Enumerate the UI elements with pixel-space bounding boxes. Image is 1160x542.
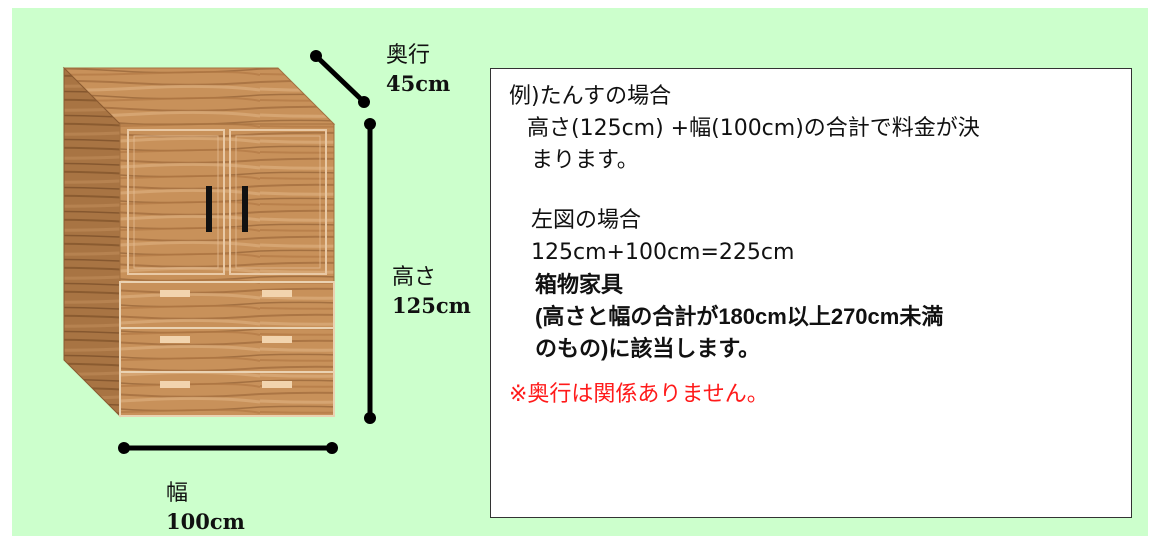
drawer-handle	[160, 336, 190, 343]
calc-formula: 125cm+100cm=225cm	[531, 240, 795, 265]
depth-label: 奥行 45cm	[386, 42, 450, 98]
depth-dimension-line	[310, 50, 370, 108]
right-door-handle	[242, 186, 248, 232]
height-dimension-line	[364, 118, 376, 424]
drawer-handle	[262, 336, 292, 343]
category-line-2: のもの)に該当します。	[535, 336, 761, 361]
category-line-1: (高さと幅の合計が180cm以上270cm未満	[535, 304, 944, 329]
depth-title: 奥行	[386, 43, 431, 68]
calc-title: 左図の場合	[531, 208, 642, 233]
drawer-handle	[160, 381, 190, 388]
height-value: 125cm	[392, 293, 471, 318]
width-dimension-line	[118, 442, 338, 454]
explanation-box: 例)たんすの場合 高さ(125cm) +幅(100cm)の合計で料金が決 まりま…	[490, 68, 1132, 518]
drawer-3	[119, 371, 335, 417]
warning-text: ※奥行は関係ありません。	[509, 382, 769, 407]
left-door-handle	[206, 186, 212, 232]
left-door	[127, 129, 225, 275]
depth-value: 45cm	[386, 71, 451, 96]
wardrobe-side	[63, 66, 121, 418]
width-value: 100cm	[166, 509, 245, 534]
right-door	[229, 129, 327, 275]
rule-line-2: まります。	[531, 148, 639, 173]
example-title: 例)たんすの場合	[509, 84, 672, 109]
rule-line-1: 高さ(125cm) +幅(100cm)の合計で料金が決	[527, 116, 980, 141]
category-name: 箱物家具	[535, 272, 624, 297]
height-label: 高さ 125cm	[392, 264, 471, 320]
drawer-handle	[262, 381, 292, 388]
drawer-handle	[160, 290, 190, 297]
drawer-handle	[262, 290, 292, 297]
width-title: 幅	[166, 481, 189, 506]
width-label: 幅 100cm	[166, 480, 245, 536]
height-title: 高さ	[392, 265, 437, 290]
